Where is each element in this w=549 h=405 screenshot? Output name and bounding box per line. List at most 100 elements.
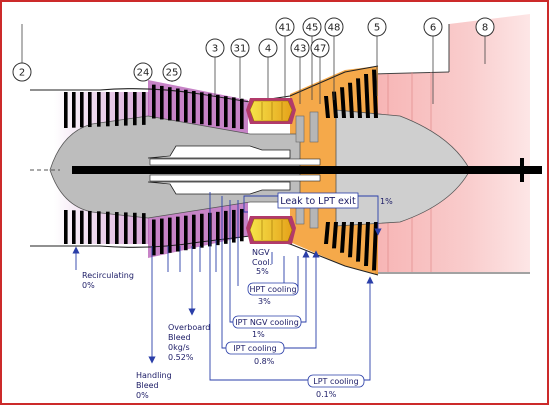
station-25-label: 25	[166, 68, 179, 79]
compressor-blade	[97, 92, 101, 127]
compressor-blade	[224, 210, 228, 244]
handling-bleed-line1: Handling	[136, 371, 172, 380]
compressor-blade	[160, 85, 164, 120]
compressor-blade	[208, 93, 212, 126]
compressor-blade	[216, 211, 220, 246]
station-48: 48	[324, 17, 344, 100]
ngv-cool-line2: Cool.	[252, 258, 272, 267]
compressor-blade	[64, 92, 68, 128]
handling-bleed-line2: Bleed	[136, 381, 159, 390]
turbine-blade	[364, 74, 370, 118]
ipt-cooling-text: IPT cooling	[233, 344, 276, 353]
compressor-blades-bottom	[64, 208, 244, 256]
compressor-blade	[106, 211, 110, 244]
compressor-blade	[142, 92, 146, 125]
compressor-blade	[80, 92, 84, 128]
compressor-blade	[106, 92, 110, 127]
compressor-blade	[88, 92, 92, 128]
turbine-discs	[295, 111, 319, 229]
compressor-blade	[200, 92, 204, 125]
station-43-label: 43	[294, 44, 307, 55]
hpt-cooling-value: 3%	[258, 297, 271, 306]
overboard-bleed-line1: Overboard	[168, 323, 210, 332]
leak-box: Leak to LPT exit	[277, 192, 359, 209]
overboard-bleed-value1: 0kg/s	[168, 343, 190, 352]
station-45-label: 45	[306, 23, 319, 34]
compressor-blade	[88, 210, 92, 244]
ipt-ngv-cooling-value: 1%	[252, 330, 265, 339]
station-25: 25	[162, 62, 182, 82]
compressor-blade	[72, 92, 76, 128]
turbine-blade	[356, 222, 362, 262]
compressor-blade	[80, 210, 84, 244]
overboard-bleed-value2: 0.52%	[168, 353, 194, 362]
compressor-blade	[152, 219, 156, 256]
station-6: 6	[423, 17, 443, 104]
compressor-blade	[115, 212, 119, 244]
compressor-blade	[240, 208, 244, 242]
compressor-blade	[133, 92, 137, 126]
compressor-blade	[142, 213, 146, 244]
compressor-blade	[240, 98, 244, 130]
ipt-cooling-box: IPT cooling	[225, 341, 285, 355]
turbine-blade	[340, 222, 346, 253]
ipt-ngv-cooling-text: IPT NGV cooling	[235, 318, 299, 327]
compressor-blade	[232, 209, 236, 243]
station-48-label: 48	[328, 23, 341, 34]
station-43: 43	[290, 38, 310, 104]
leak-value: 1%	[380, 197, 393, 206]
station-2-label: 2	[19, 68, 25, 79]
turbine-blade	[348, 222, 354, 258]
compressor-blade	[200, 213, 204, 248]
recirculating-label: Recirculating 0%	[82, 271, 134, 290]
compressor-blade	[97, 211, 101, 244]
station-41-label: 41	[279, 23, 292, 34]
turbine-blade	[332, 222, 338, 249]
ngv-cool-line1: NGV	[252, 248, 270, 257]
turbine-blade	[324, 96, 330, 118]
turbine-blade	[324, 222, 330, 244]
turbine-blades-bottom	[324, 222, 378, 271]
turbine-blade	[340, 87, 346, 118]
station-47: 47	[310, 38, 330, 104]
overboard-bleed-line2: Bleed	[168, 333, 191, 342]
compressor-blade	[160, 218, 164, 255]
compressor-blades-top	[64, 84, 244, 130]
lpt-cooling-text: LPT cooling	[313, 377, 359, 386]
turbine-blade	[356, 78, 362, 118]
compressor-blade	[152, 84, 156, 119]
turbine-blades-top	[324, 69, 378, 118]
hpt-cooling-text: HPT cooling	[249, 285, 296, 294]
station-24: 24	[133, 62, 153, 82]
turbine-blade	[372, 69, 378, 118]
hpt-cooling-box: HPT cooling	[247, 282, 299, 296]
compressor-blade	[176, 88, 180, 122]
station-2: 2	[12, 24, 32, 82]
station-5-label: 5	[374, 23, 380, 34]
turbine-blade	[348, 82, 354, 118]
combustor-top	[246, 98, 296, 124]
ipt-ngv-cooling-box: IPT NGV cooling	[232, 315, 302, 329]
compressor-blade	[168, 87, 172, 121]
ngv-cool-value: 5%	[256, 267, 269, 276]
compressor-blade	[168, 217, 172, 253]
recirculating-value: 0%	[82, 281, 95, 290]
compressor-blade	[184, 89, 188, 123]
station-8-label: 8	[482, 23, 488, 34]
combustor-bottom	[246, 216, 296, 244]
compressor-blade	[192, 91, 196, 124]
station-47-label: 47	[314, 44, 327, 55]
compressor-blade	[216, 94, 220, 127]
station-8: 8	[475, 17, 495, 64]
station-5: 5	[367, 17, 387, 96]
compressor-blade	[64, 210, 68, 244]
compressor-blade	[232, 97, 236, 129]
compressor-blade	[115, 92, 119, 126]
compressor-blade	[133, 212, 137, 244]
turbine-blade	[364, 222, 370, 266]
handling-bleed-value: 0%	[136, 391, 149, 400]
shafts	[72, 145, 542, 195]
